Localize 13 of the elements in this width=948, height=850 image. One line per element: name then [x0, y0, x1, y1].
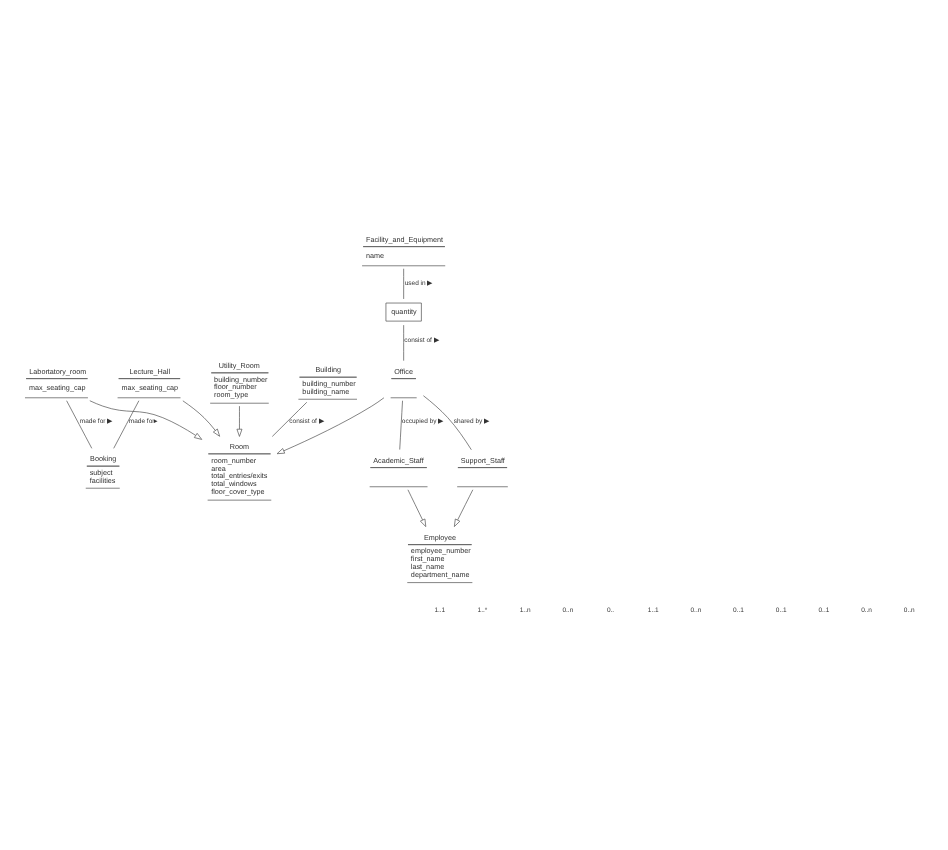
arrow	[453, 488, 474, 526]
connector	[113, 399, 140, 448]
connector	[423, 394, 472, 450]
connector	[399, 399, 403, 449]
arrow	[89, 399, 203, 439]
connector	[66, 399, 93, 448]
arrow	[407, 488, 427, 526]
connector	[403, 267, 405, 299]
arrow	[276, 396, 385, 454]
connector	[271, 400, 308, 436]
arrow	[182, 399, 221, 436]
connector	[403, 323, 405, 361]
arrow	[236, 404, 243, 436]
